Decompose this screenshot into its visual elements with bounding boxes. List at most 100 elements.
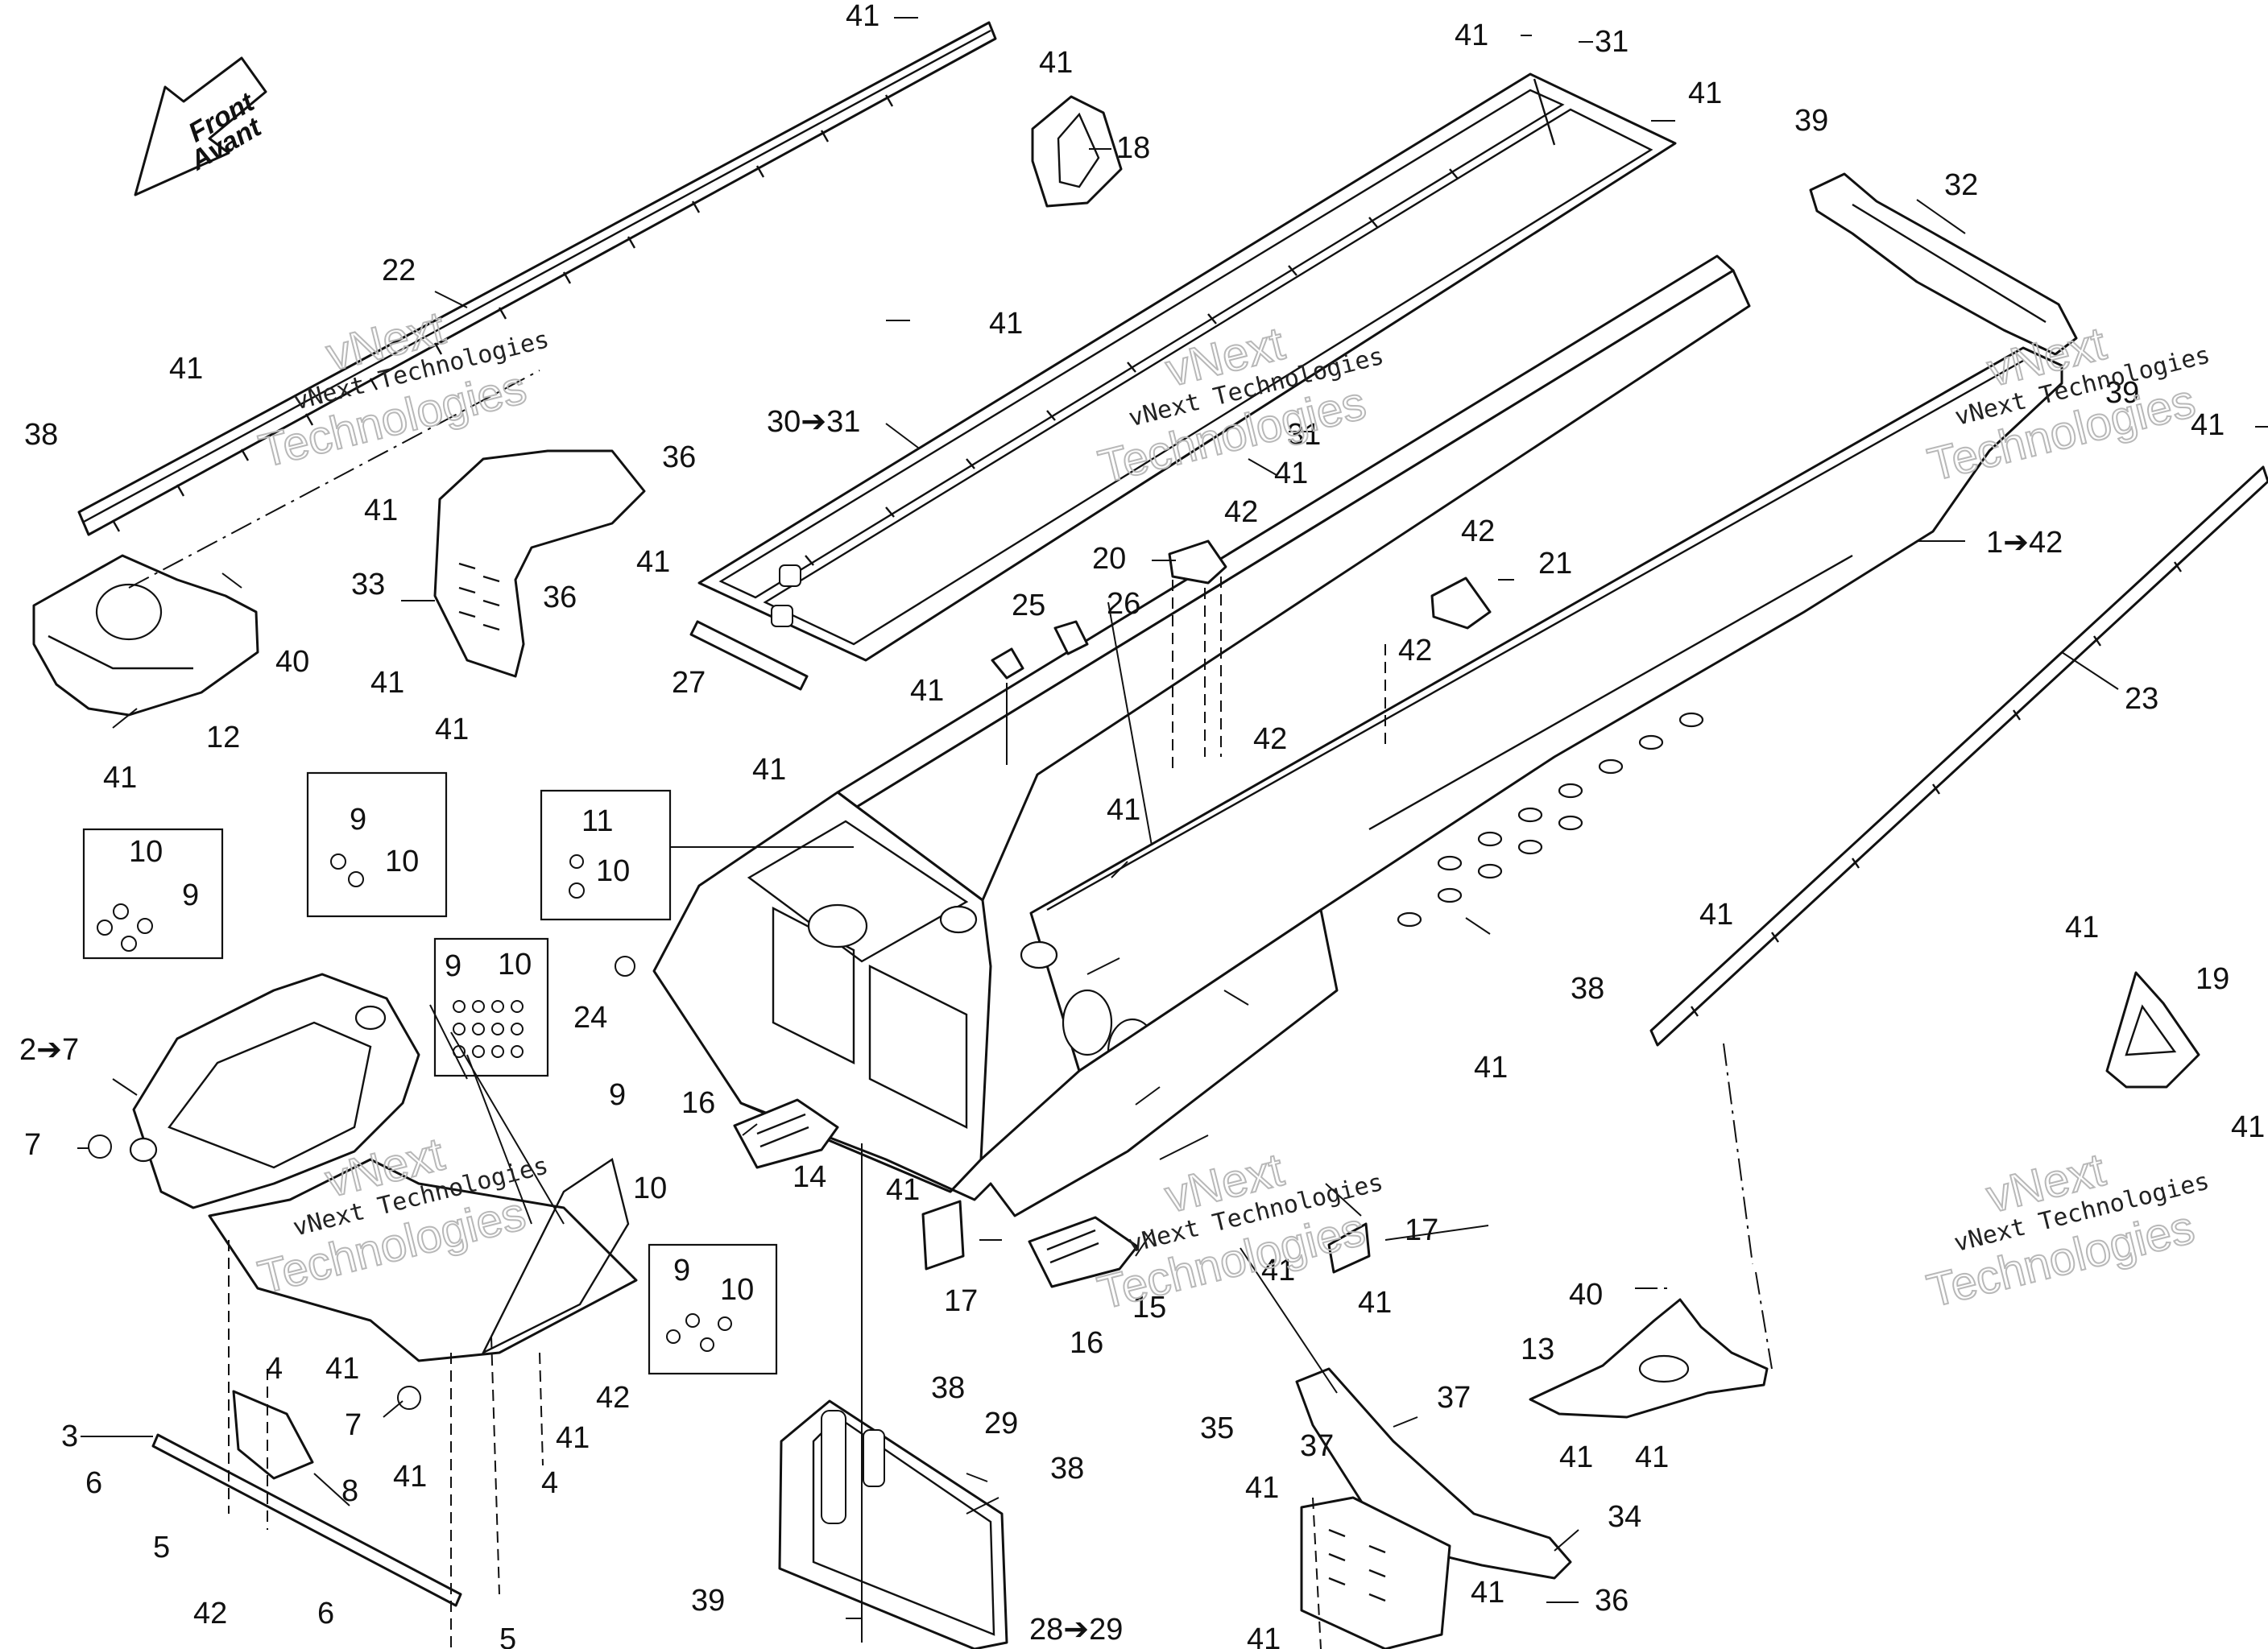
callout-35: 35	[1200, 1411, 1234, 1445]
callout-41: 41	[556, 1421, 590, 1455]
callout-38: 38	[931, 1371, 965, 1405]
callout-25: 25	[1012, 589, 1045, 622]
callout-30-31: 30➔31	[767, 405, 860, 439]
callout-18: 18	[1116, 131, 1150, 165]
callout-34: 34	[1608, 1500, 1641, 1534]
callout-21: 21	[1538, 547, 1572, 581]
callout-10: 10	[498, 948, 532, 982]
callout-15: 15	[1132, 1291, 1166, 1325]
part-18-bracket	[1031, 95, 1123, 208]
part-33-side-bracket	[433, 449, 646, 678]
callout-31: 31	[1595, 25, 1629, 59]
callout-37: 37	[1300, 1429, 1334, 1463]
callout-42: 42	[1224, 495, 1258, 529]
part-25-clip	[991, 647, 1024, 680]
callout-4: 4	[266, 1352, 283, 1386]
callout-12: 12	[206, 721, 240, 754]
part-27-strip	[689, 620, 809, 691]
callout-24: 24	[573, 1001, 607, 1035]
part-21-bracket	[1430, 577, 1492, 630]
callout-41: 41	[636, 545, 670, 579]
part-20-bracket	[1168, 539, 1227, 585]
callout-41: 41	[2191, 408, 2225, 442]
part-15-footrest	[1028, 1216, 1139, 1288]
callout-23: 23	[2125, 682, 2158, 716]
callout-40: 40	[275, 645, 309, 679]
callout-31: 31	[1287, 418, 1321, 452]
callout-36: 36	[1595, 1584, 1629, 1618]
callout-10: 10	[633, 1172, 667, 1205]
callout-16: 16	[681, 1086, 715, 1120]
callout-41: 41	[2065, 911, 2099, 944]
callout-41: 41	[435, 713, 469, 746]
callout-9: 9	[182, 878, 199, 912]
part-13-brace	[1529, 1298, 1769, 1419]
callout-7: 7	[345, 1408, 362, 1442]
callout-41: 41	[1245, 1471, 1279, 1505]
callout-41: 41	[1261, 1254, 1295, 1287]
callout-5: 5	[499, 1622, 516, 1649]
callout-41: 41	[989, 307, 1023, 341]
callout-41: 41	[1039, 46, 1073, 80]
callout-6: 6	[317, 1597, 334, 1630]
callout-41: 41	[1358, 1286, 1392, 1320]
callout-14: 14	[793, 1160, 826, 1194]
callout-19: 19	[2196, 962, 2229, 996]
callout-36: 36	[662, 440, 696, 474]
detail-box-9-10-b	[306, 771, 448, 918]
callout-1-42: 1➔42	[1986, 526, 2063, 560]
callout-9: 9	[673, 1254, 690, 1287]
watermark-left-top: vNext vNext Technologies Technologies	[253, 301, 552, 479]
leader-lines	[77, 17, 2268, 1643]
part-19-bracket	[2105, 971, 2200, 1089]
callout-10: 10	[720, 1273, 754, 1307]
callout-29: 29	[984, 1407, 1018, 1440]
part-7-grommet	[88, 1134, 421, 1410]
callout-39: 39	[1794, 104, 1828, 138]
callout-41: 41	[1274, 457, 1308, 490]
callout-10: 10	[596, 854, 630, 888]
callout-22: 22	[382, 254, 416, 287]
callout-39: 39	[2105, 376, 2139, 410]
part-28-cooler	[778, 1399, 1008, 1649]
callout-41: 41	[169, 352, 203, 386]
callout-41: 41	[370, 666, 404, 700]
callout-41: 41	[325, 1352, 359, 1386]
callout-41: 41	[1471, 1576, 1504, 1610]
callout-42: 42	[596, 1381, 630, 1415]
callout-41: 41	[364, 494, 398, 527]
callout-41: 41	[846, 0, 879, 33]
callout-42: 42	[1461, 515, 1495, 548]
part-32-rear-brace	[1809, 172, 2078, 356]
callout-17: 17	[1405, 1213, 1438, 1247]
callout-38: 38	[1050, 1452, 1084, 1486]
callout-10: 10	[385, 845, 419, 878]
callout-32: 32	[1944, 168, 1978, 202]
callout-41: 41	[1559, 1440, 1593, 1474]
assembly-lines	[128, 370, 1773, 1649]
callout-38: 38	[1571, 972, 1604, 1006]
callout-8: 8	[341, 1474, 358, 1508]
part-1-main-chassis	[652, 254, 2063, 1217]
detail-box-9-10-d	[648, 1243, 778, 1375]
callout-41: 41	[393, 1460, 427, 1494]
callout-5: 5	[153, 1531, 170, 1564]
part-23-right-rail	[1649, 465, 2268, 1047]
callout-40: 40	[1569, 1278, 1603, 1312]
callout-27: 27	[672, 666, 706, 700]
watermark-right-bottom: vNext vNext Technologies Technologies	[1922, 1143, 2212, 1318]
detail-box-11-10	[540, 789, 672, 921]
part-17-plate-left	[921, 1200, 965, 1271]
callout-41: 41	[1474, 1051, 1508, 1085]
part-30-tunnel-panel	[697, 72, 1677, 662]
callout-36: 36	[543, 581, 577, 614]
callout-38: 38	[24, 418, 58, 452]
part-17-plate-right	[1327, 1222, 1371, 1274]
callout-10: 10	[129, 835, 163, 869]
callout-39: 39	[691, 1584, 725, 1618]
callout-42: 42	[193, 1597, 227, 1630]
callout-41: 41	[1699, 898, 1733, 932]
callout-9: 9	[445, 949, 461, 983]
callout-41: 41	[886, 1173, 920, 1207]
callout-9: 9	[350, 803, 366, 837]
